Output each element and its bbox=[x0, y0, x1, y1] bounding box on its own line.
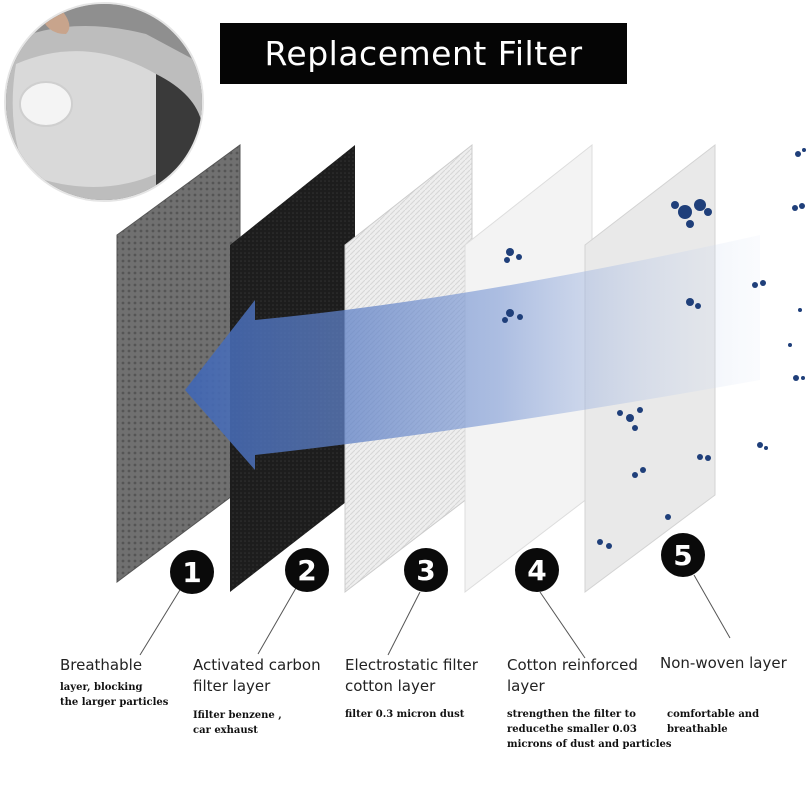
layer-1-desc: layer, blocking the larger particles bbox=[60, 680, 168, 710]
layer-4-desc-line: reducethe smaller 0.03 bbox=[507, 722, 672, 737]
layer-3-name-line: Electrostatic filter bbox=[345, 655, 478, 676]
layer-4-name: Cotton reinforced layer bbox=[507, 655, 638, 697]
layer-4-name-line: layer bbox=[507, 676, 638, 697]
layer-5-desc: comfortable and breathable bbox=[667, 707, 759, 737]
layer-2-desc-line: car exhaust bbox=[193, 723, 282, 738]
layer-1-desc-line: the larger particles bbox=[60, 695, 168, 710]
layer-number-3: 3 bbox=[404, 548, 448, 592]
layer-number-1: 1 bbox=[170, 550, 214, 594]
layer-4-desc-line: microns of dust and particles bbox=[507, 737, 672, 752]
layer-4-desc-line: strengthen the filter to bbox=[507, 707, 672, 722]
layer-3-desc-line: filter 0.3 micron dust bbox=[345, 707, 464, 722]
layer-1-desc-line: layer, blocking bbox=[60, 680, 168, 695]
layer-3-desc: filter 0.3 micron dust bbox=[345, 707, 464, 722]
layer-2-desc: Ifilter benzene , car exhaust bbox=[193, 708, 282, 738]
layer-4-name-line: Cotton reinforced bbox=[507, 655, 638, 676]
layer-5-name-line: Non-woven layer bbox=[660, 653, 787, 674]
layer-2-name: Activated carbon filter layer bbox=[193, 655, 321, 697]
layer-2-name-line: Activated carbon bbox=[193, 655, 321, 676]
layer-5-desc-line: comfortable and bbox=[667, 707, 759, 722]
layer-3-name-line: cotton layer bbox=[345, 676, 478, 697]
layer-number-4: 4 bbox=[515, 548, 559, 592]
layer-4-desc: strengthen the filter to reducethe small… bbox=[507, 707, 672, 752]
layer-2-desc-line: Ifilter benzene , bbox=[193, 708, 282, 723]
layer-1-name-line: Breathable bbox=[60, 655, 142, 676]
layer-number-5: 5 bbox=[661, 533, 705, 577]
layer-3-name: Electrostatic filter cotton layer bbox=[345, 655, 478, 697]
layer-2-name-line: filter layer bbox=[193, 676, 321, 697]
layer-5-name: Non-woven layer bbox=[660, 653, 787, 674]
layer-number-2: 2 bbox=[285, 548, 329, 592]
layer-1-name: Breathable bbox=[60, 655, 142, 676]
layer-5-desc-line: breathable bbox=[667, 722, 759, 737]
